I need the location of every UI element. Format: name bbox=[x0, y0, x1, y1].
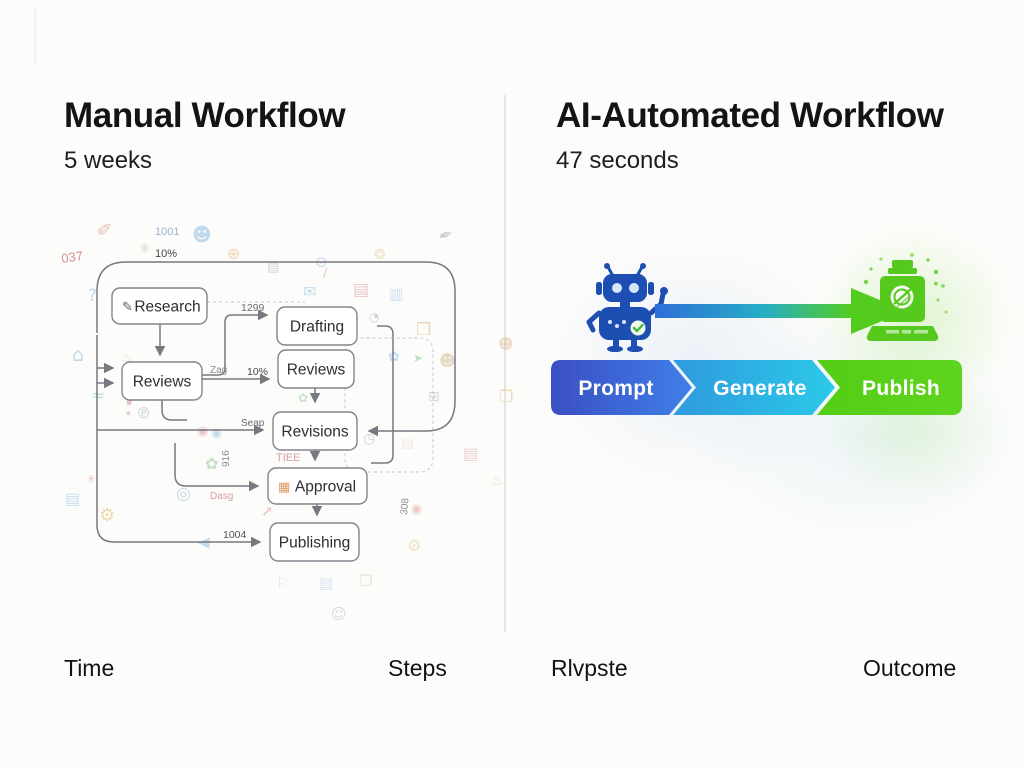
edge-label: 916 bbox=[221, 450, 232, 467]
decorative-icon: ➚ bbox=[261, 502, 274, 520]
decorative-icon: ▤ bbox=[267, 260, 279, 275]
edge-label: 037 bbox=[60, 248, 84, 266]
decorative-icon: ☻ bbox=[439, 351, 456, 370]
decorative-icon: ❒ bbox=[359, 572, 372, 590]
edge-label: 1004 bbox=[223, 529, 247, 541]
edge-label: 1001 bbox=[155, 226, 179, 238]
decorative-icon: ⚙ bbox=[99, 505, 115, 526]
ai-workflow-duration: 47 seconds bbox=[556, 147, 679, 174]
decorative-icon: ♨ bbox=[490, 471, 503, 489]
edge-label: Zag bbox=[210, 365, 227, 376]
edge-label: Dasg bbox=[210, 491, 233, 502]
decorative-icon: ❒ bbox=[416, 320, 431, 340]
decorative-icon: ✿ bbox=[388, 349, 400, 365]
edge-label: 10% bbox=[247, 366, 268, 378]
decorative-icon: ✿ bbox=[298, 391, 308, 405]
decorative-icon: ❂ bbox=[374, 247, 386, 263]
robot-eye bbox=[612, 283, 622, 293]
decorative-icon: ? bbox=[88, 286, 97, 306]
decorative-icon: ☺ bbox=[331, 605, 347, 620]
flowchart-box-label-drafting: Drafting bbox=[290, 319, 344, 336]
decorative-icon: ▥ bbox=[389, 285, 403, 303]
flowchart-box-label-reviews-2: Reviews bbox=[287, 362, 346, 379]
decorative-icon: ✒ bbox=[436, 224, 456, 248]
footer-label-steps: Steps bbox=[388, 655, 447, 681]
flowchart-box-label-revisions: Revisions bbox=[281, 424, 348, 441]
flowchart-box-label-publishing: Publishing bbox=[279, 535, 351, 552]
decorative-icon: ✿ bbox=[205, 454, 218, 473]
decorative-icon: ◔ bbox=[369, 310, 379, 324]
robot-check-badge bbox=[630, 320, 646, 336]
edge-label: 10% bbox=[155, 248, 177, 260]
svg-text:▦: ▦ bbox=[278, 480, 290, 495]
decorative-icon: ◎ bbox=[176, 484, 191, 504]
decorative-icon: ⊞ bbox=[428, 389, 440, 405]
manual-workflow-title: Manual Workflow bbox=[64, 96, 346, 135]
decorative-icon: ☻ bbox=[498, 335, 514, 353]
decorative-icon: ▤ bbox=[319, 574, 333, 592]
edge-label: Seap bbox=[241, 418, 265, 429]
footer-label-outcome: Outcome bbox=[863, 655, 957, 681]
decorative-icon: ◷ bbox=[363, 431, 375, 447]
ai-steps-bar: Prompt Generate Publish bbox=[551, 360, 962, 415]
generate-step-label[interactable]: Generate bbox=[713, 377, 806, 400]
decorative-icon: ℗ bbox=[136, 404, 151, 422]
manual-workflow-duration: 5 weeks bbox=[64, 147, 153, 174]
flowchart-box-label-reviews-1: Reviews bbox=[133, 374, 192, 391]
flowchart-step-boxes: ✎ResearchDraftingReviewsReviewsRevisions… bbox=[111, 287, 368, 562]
decorative-icon: ▤ bbox=[65, 489, 80, 508]
generate-step-button[interactable] bbox=[673, 360, 835, 415]
edge-label: TIEE bbox=[276, 452, 300, 464]
robot-icon bbox=[586, 263, 668, 352]
decorative-icon: ⚙ bbox=[407, 536, 421, 555]
decorative-icon: ⚐ bbox=[276, 574, 289, 592]
prompt-step-button[interactable] bbox=[551, 360, 692, 415]
decorative-icon: ✳ bbox=[86, 472, 96, 486]
decorative-icon: ▪ bbox=[126, 409, 131, 417]
decorative-icon: ✳ bbox=[139, 241, 151, 257]
decorative-icon: ≈ bbox=[91, 386, 105, 406]
manual-flowchart-diagram: ✏✳☻⊕⊙∕▤?⌂♨◇▪▪▤✉▥◔❒✿➤☻✒❂✿◷⊞❒☻▤♨℗◉◉✿◎▤⚙◀≈✳… bbox=[60, 216, 514, 620]
decorative-icon: ◉ bbox=[211, 426, 222, 441]
edge-label: 308 bbox=[399, 497, 411, 515]
decorative-icon: ∕ bbox=[323, 266, 328, 281]
decorative-icon: ⌂ bbox=[72, 344, 84, 366]
decorative-icon: ⊕ bbox=[227, 244, 240, 263]
decorative-icon: ◉ bbox=[197, 424, 208, 439]
publish-device-icon bbox=[857, 253, 948, 341]
decorative-icon: ▪ bbox=[126, 398, 132, 408]
footer-label-time: Time bbox=[64, 655, 115, 681]
robot-eye bbox=[629, 283, 639, 293]
panel-divider bbox=[504, 95, 506, 632]
flow-arrow-icon bbox=[655, 288, 906, 334]
scan-artifact-line bbox=[34, 8, 36, 64]
decorative-icon: ▤ bbox=[353, 280, 369, 300]
flowchart-box-label-research: Research bbox=[134, 299, 200, 316]
decorative-icon: ❒ bbox=[499, 387, 513, 406]
publish-step-label[interactable]: Publish bbox=[862, 377, 940, 400]
decorative-icon: ➤ bbox=[413, 351, 423, 365]
footer-label-rlvpste: Rlvpste bbox=[551, 655, 628, 681]
edge-label: 1299 bbox=[241, 302, 265, 314]
decorative-icon: ◉ bbox=[411, 502, 422, 517]
decorative-icon: ☻ bbox=[192, 224, 212, 246]
decorative-icon: ▤ bbox=[463, 444, 478, 463]
flowchart-box-label-approval: Approval bbox=[295, 479, 356, 496]
decorative-icon: ✉ bbox=[303, 282, 316, 301]
decorative-icon: ▤ bbox=[401, 435, 414, 451]
decorative-icon: ✏ bbox=[92, 216, 118, 243]
publish-step-button[interactable] bbox=[817, 360, 962, 415]
svg-text:✎: ✎ bbox=[122, 300, 133, 315]
ai-workflow-title: AI-Automated Workflow bbox=[556, 96, 944, 135]
prompt-step-label[interactable]: Prompt bbox=[578, 377, 653, 400]
